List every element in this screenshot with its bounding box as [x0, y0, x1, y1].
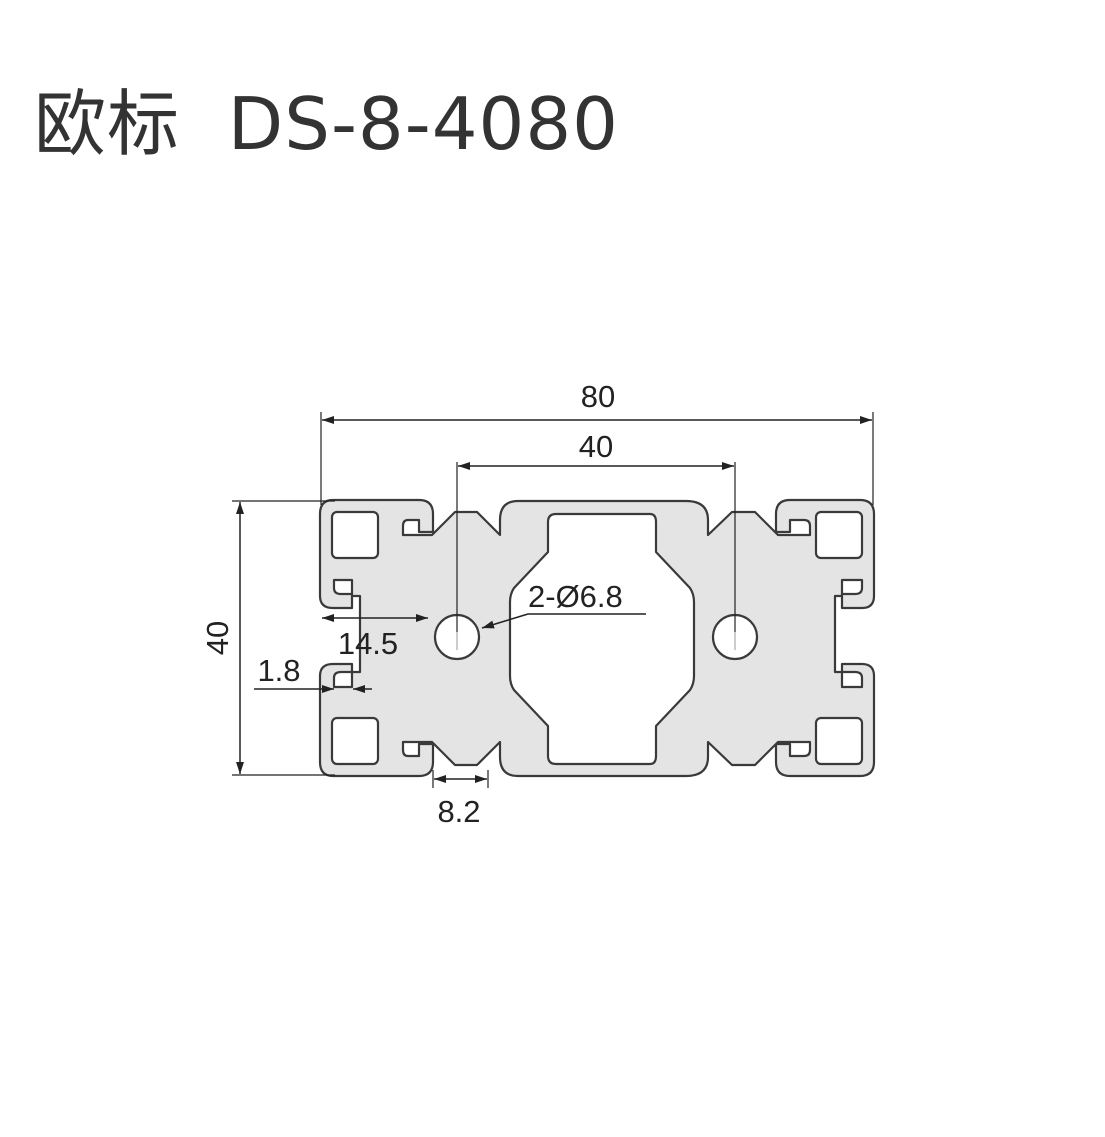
corner-cavity-bottom-right — [814, 716, 864, 766]
dim-height: 40 — [200, 621, 235, 655]
page-title: 欧标 DS-8-4080 — [34, 74, 619, 174]
title-model: DS-8-4080 — [227, 82, 619, 166]
dimension-annotations: 80 40 40 14.5 1.8 8.2 — [200, 379, 874, 829]
dim-web-offset: 14.5 — [338, 626, 398, 661]
dim-overall-width: 80 — [581, 379, 615, 414]
dim-slot-width: 8.2 — [437, 794, 480, 829]
dim-hole-spec: 2-Ø6.8 — [528, 579, 623, 614]
leader-hole-spec-arrow — [481, 613, 529, 629]
title-prefix: 欧标 — [34, 82, 181, 166]
dim-wall-thickness: 1.8 — [257, 653, 300, 688]
corner-cavity-top-right — [814, 510, 864, 560]
dim-hole-spacing: 40 — [579, 429, 613, 464]
corner-cavity-top-left — [330, 510, 380, 560]
center-cavity — [508, 512, 696, 766]
profile-section — [318, 498, 876, 778]
corner-cavity-bottom-left — [330, 716, 380, 766]
